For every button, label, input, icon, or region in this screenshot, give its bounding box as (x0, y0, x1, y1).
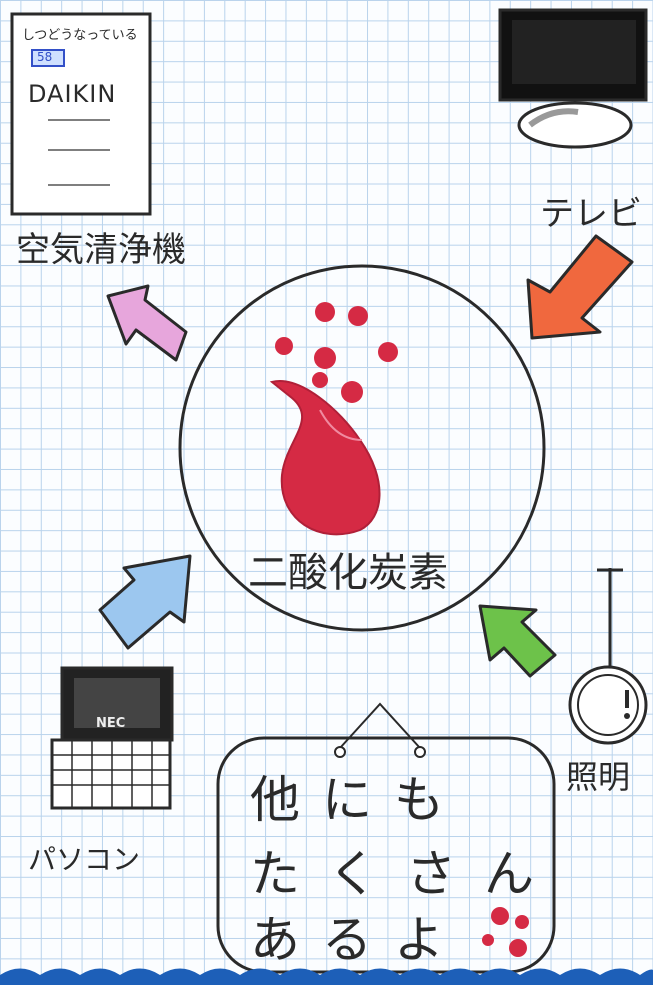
co2-circle (178, 264, 546, 632)
sign-line-2: たくさん (250, 845, 562, 903)
arrow-pc (98, 554, 192, 650)
air-purifier-display-value: 58 (37, 50, 53, 64)
arrow-air-purifier (106, 284, 188, 362)
sign-line-1: 他にも (250, 771, 466, 829)
air-purifier-brand: DAIKIN (28, 80, 117, 108)
pc-label: パソコン (28, 843, 141, 876)
air-purifier-screen-text: しつどうなっている (22, 28, 138, 43)
sign-line-3: あるよ (250, 911, 466, 969)
air-purifier-drawing (10, 12, 152, 216)
light-drawing (568, 568, 648, 745)
tv-label: テレビ (540, 194, 642, 234)
tv-drawing (498, 8, 648, 149)
air-purifier-label: 空気清浄機 (16, 230, 186, 270)
light-label: 照明 (566, 758, 631, 796)
arrow-light (478, 604, 557, 678)
co2-label: 二酸化炭素 (248, 550, 448, 596)
bottom-border (0, 968, 653, 985)
pc-screen-text: NEC (96, 716, 126, 731)
pc-drawing (50, 666, 174, 810)
arrow-tv (526, 234, 634, 340)
co2-drops (269, 302, 398, 536)
